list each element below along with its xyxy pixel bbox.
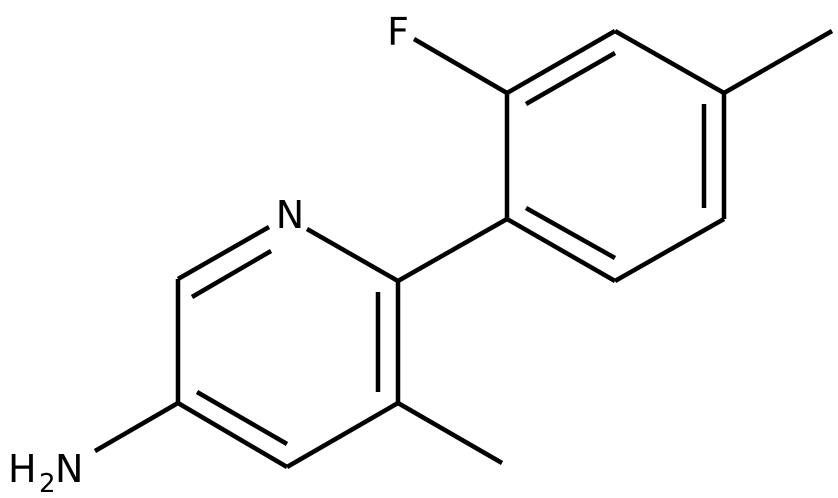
atom-label-amine-n: N bbox=[55, 447, 83, 491]
bond-fluoro bbox=[412, 37, 509, 95]
bond-c4-c3-inner bbox=[195, 390, 289, 446]
atom-label-amine-h: H bbox=[8, 447, 37, 491]
bond-c4-c3 bbox=[176, 401, 289, 469]
bond-c2-n1-inner bbox=[190, 249, 273, 299]
bond-c2-n1 bbox=[176, 225, 271, 281]
bond-c5-c4 bbox=[285, 401, 400, 469]
amine-group: H 2 N bbox=[8, 447, 83, 498]
atom-label-nitrogen: N bbox=[276, 193, 304, 237]
bond-biaryl bbox=[396, 217, 509, 283]
bond-b3-b4 bbox=[613, 29, 726, 95]
bond-b5-b6 bbox=[613, 217, 726, 283]
bond-amine bbox=[93, 401, 180, 453]
atom-label-amine-subscript: 2 bbox=[39, 469, 56, 498]
atom-label-fluorine: F bbox=[387, 10, 409, 54]
benzene-ring bbox=[504, 29, 727, 283]
bond-b6-b1 bbox=[505, 217, 617, 283]
bond-methyl-pyridine bbox=[396, 401, 504, 465]
bond-b2-b3 bbox=[505, 29, 617, 95]
bond-b6-b1-inner bbox=[524, 206, 617, 260]
bond-n1-c6 bbox=[305, 227, 400, 283]
bond-b2-b3-inner bbox=[524, 51, 617, 106]
pyridine-ring bbox=[175, 225, 401, 469]
bond-methyl-benzene bbox=[722, 29, 834, 95]
